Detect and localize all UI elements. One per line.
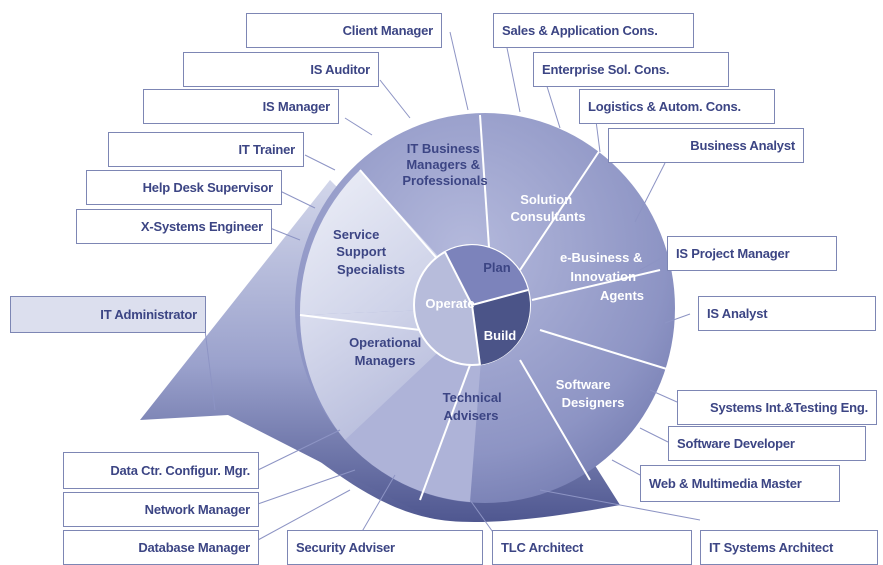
role-software-developer: Software Developer bbox=[668, 426, 866, 461]
role-it-systems-architect: IT Systems Architect bbox=[700, 530, 878, 565]
role-security-adviser: Security Adviser bbox=[287, 530, 483, 565]
role-logistics-autom-cons: Logistics & Autom. Cons. bbox=[579, 89, 775, 124]
role-is-project-manager: IS Project Manager bbox=[667, 236, 837, 271]
segment-solution: Solution Consultants bbox=[510, 192, 585, 224]
center-build: Build bbox=[484, 328, 517, 343]
role-it-trainer: IT Trainer bbox=[108, 132, 304, 167]
segment-technical: Technical Advisers bbox=[443, 390, 506, 423]
role-network-manager: Network Manager bbox=[63, 492, 259, 527]
role-tlc-architect: TLC Architect bbox=[492, 530, 692, 565]
role-systems-int-testing-eng: Systems Int.&Testing Eng. bbox=[677, 390, 877, 425]
segment-software: Software Designers bbox=[556, 377, 625, 410]
role-database-manager: Database Manager bbox=[63, 530, 259, 565]
inner-dividers bbox=[444, 251, 529, 366]
segment-operational: Operational Managers bbox=[349, 335, 425, 368]
role-sales-app-cons: Sales & Application Cons. bbox=[493, 13, 694, 48]
role-business-analyst: Business Analyst bbox=[608, 128, 804, 163]
segment-service: Service Support Specialists bbox=[333, 227, 405, 277]
role-is-manager: IS Manager bbox=[143, 89, 339, 124]
role-help-desk-supervisor: Help Desk Supervisor bbox=[86, 170, 282, 205]
center-operate: Operate bbox=[425, 296, 474, 311]
role-client-manager: Client Manager bbox=[246, 13, 442, 48]
role-enterprise-sol-cons: Enterprise Sol. Cons. bbox=[533, 52, 729, 87]
role-x-systems-engineer: X-Systems Engineer bbox=[76, 209, 272, 244]
sector-dividers bbox=[299, 114, 671, 501]
segment-ebusiness: e-Business & Innovation Agents bbox=[560, 250, 646, 303]
role-is-auditor: IS Auditor bbox=[183, 52, 379, 87]
center-plan: Plan bbox=[483, 260, 511, 275]
role-is-analyst: IS Analyst bbox=[698, 296, 876, 331]
plan-sector bbox=[445, 245, 528, 305]
build-sector bbox=[472, 290, 530, 365]
segment-it-business: IT Business Managers & Professionals bbox=[402, 141, 487, 188]
role-web-multimedia-master: Web & Multimedia Master bbox=[640, 465, 840, 502]
role-data-ctr-configur-mgr: Data Ctr. Configur. Mgr. bbox=[63, 452, 259, 489]
role-it-administrator: IT Administrator bbox=[10, 296, 206, 333]
